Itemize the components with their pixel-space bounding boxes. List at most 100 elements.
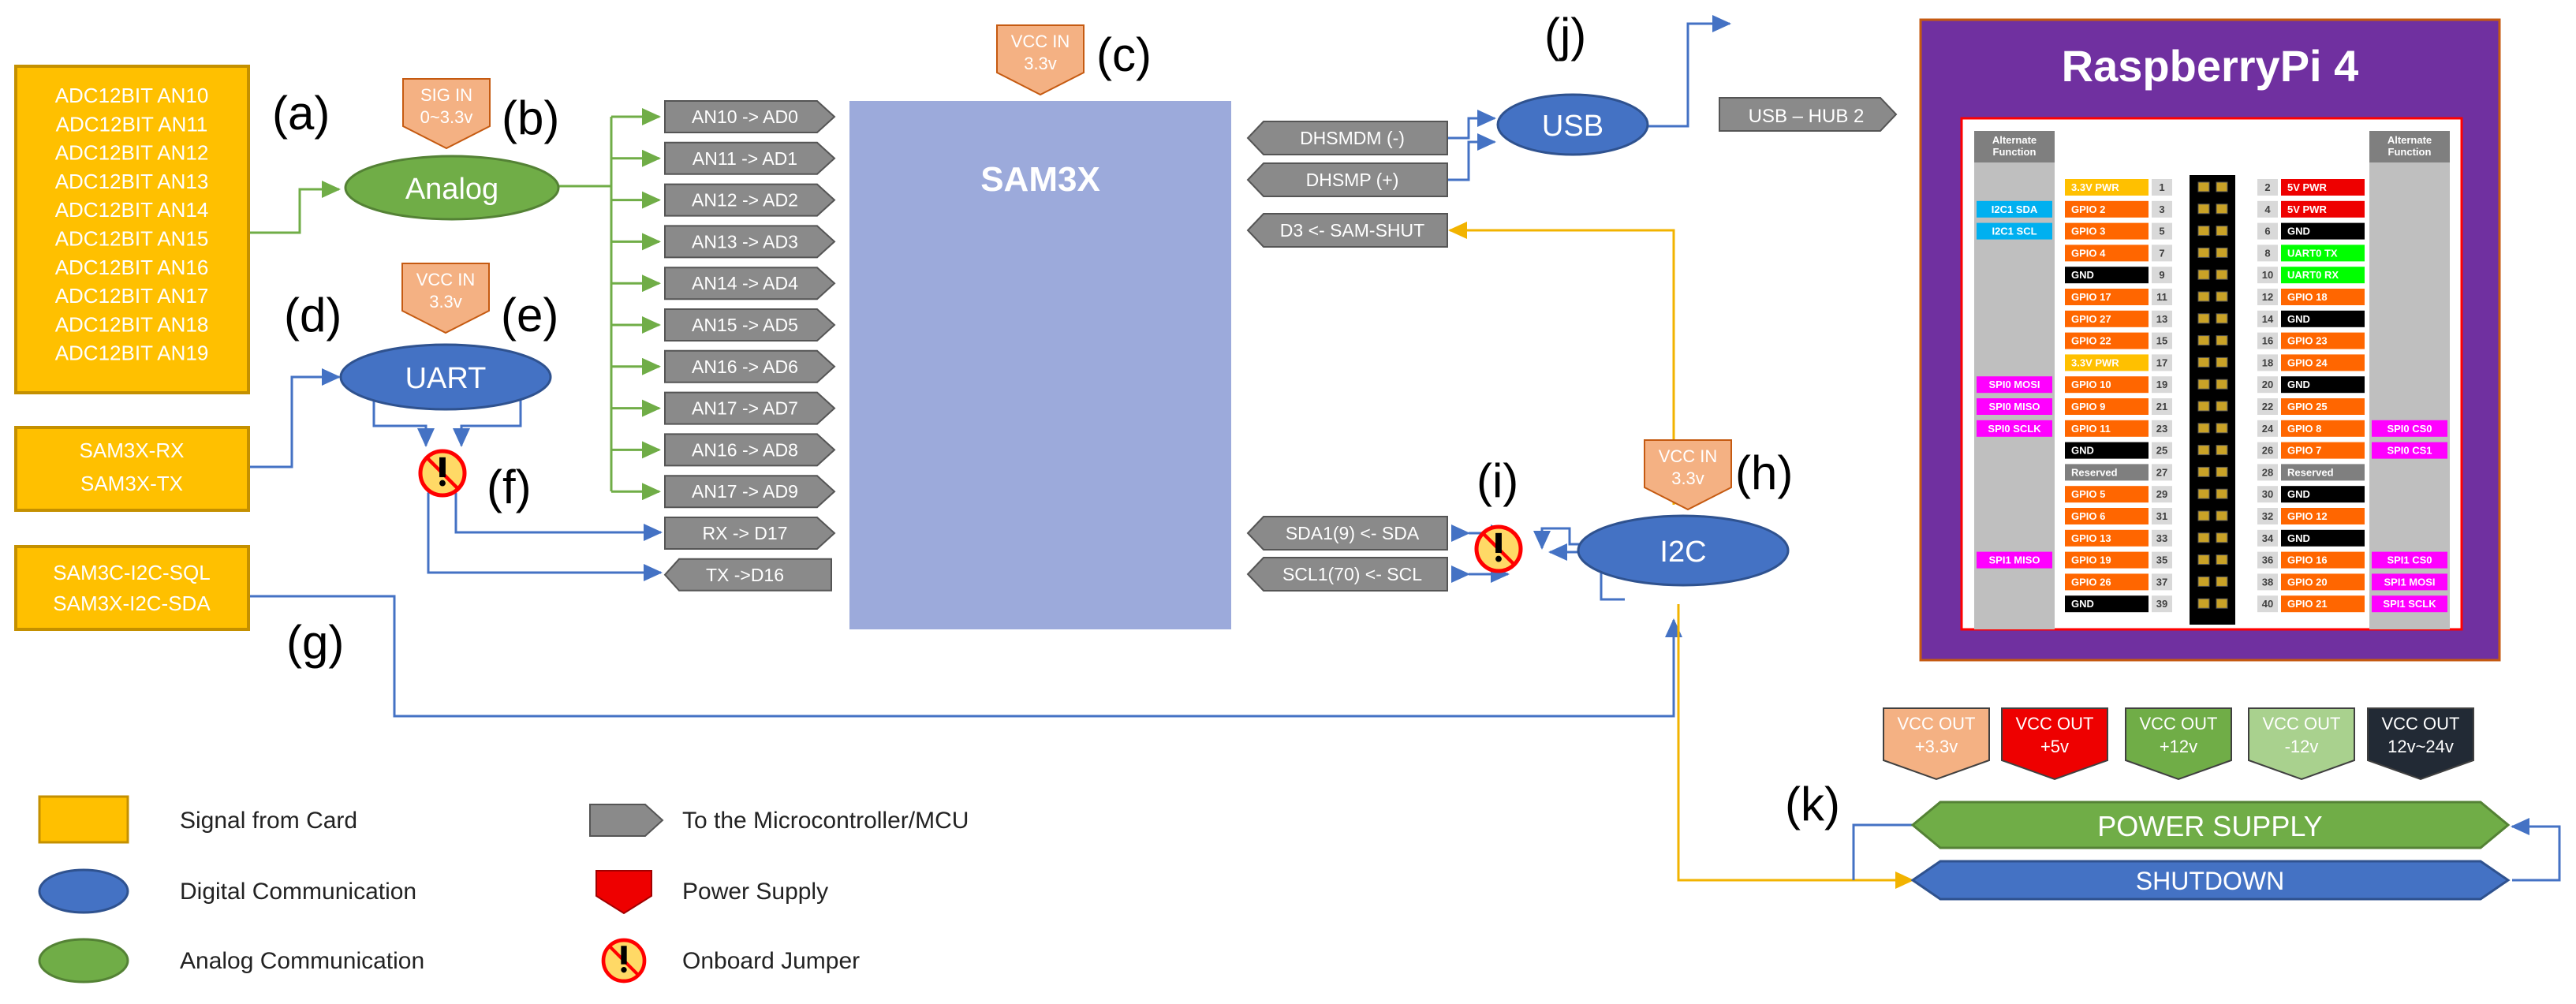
gpio-num-right: 36 <box>2262 554 2273 566</box>
gpio-pin-right: GND <box>2287 226 2310 237</box>
mcu-pin-label: AN11 -> AD1 <box>693 148 797 169</box>
header-pin <box>2197 181 2210 192</box>
adc-channel-label: ADC12BIT AN12 <box>55 141 209 165</box>
mcu-pin-tag: SDA1(9) <- SDA <box>1246 516 1448 551</box>
gpio-num-left: 23 <box>2156 423 2167 435</box>
mcu-pin-label: RX -> D17 <box>702 523 787 543</box>
gpio-num-right: 8 <box>2264 247 2270 259</box>
legend-label: To the Microcontroller/MCU <box>682 808 969 834</box>
vcc-out-tag: VCC OUT+5v <box>2001 707 2108 781</box>
marker-b: (b) <box>502 91 559 144</box>
gpio-num-right: 30 <box>2262 488 2273 500</box>
mcu-pin-tag: SCL1(70) <- SCL <box>1246 557 1448 592</box>
gpio-pin-right: UART0 RX <box>2287 269 2339 281</box>
header-pin <box>2197 488 2210 499</box>
legend-label: Digital Communication <box>180 879 416 905</box>
gpio-pin-left: GPIO 19 <box>2071 554 2111 566</box>
gpio-pin-left: GPIO 13 <box>2071 532 2111 544</box>
vcc-in-tag-line1: VCC IN <box>1659 446 1718 466</box>
power-supply-bar: POWER SUPPLY <box>1910 801 2511 849</box>
dhsmp-to-usb-line <box>1443 133 1496 181</box>
sam3x-mcu: SAM3X <box>849 101 1231 629</box>
header-pin <box>2197 554 2210 565</box>
gpio-pin-right: GPIO 21 <box>2287 598 2328 610</box>
mcu-pin-label: TX ->D16 <box>706 565 784 585</box>
gpio-pin-left: GPIO 22 <box>2071 335 2111 347</box>
mcu-pin-label: SDA1(9) <- SDA <box>1286 523 1420 543</box>
vcc-out-line2: +5v <box>2040 737 2069 756</box>
marker-g: (g) <box>286 616 344 669</box>
mcu-pin-label: AN17 -> AD7 <box>692 398 798 419</box>
gpio-pin-left: Reserved <box>2071 466 2118 478</box>
legend-swatch-analog <box>38 938 129 983</box>
header-pin <box>2216 445 2228 456</box>
header-pin <box>2216 598 2228 609</box>
vcc-in-tag-line1: VCC IN <box>416 270 476 289</box>
gpio-pin-left: GPIO 10 <box>2071 379 2111 390</box>
gpio-pin-right: GND <box>2287 488 2310 500</box>
header-pin <box>2216 488 2228 499</box>
vcc-out-tag: VCC OUT+12v <box>2125 707 2232 781</box>
header-pin <box>2197 226 2210 237</box>
usb-node-label: USB <box>1542 110 1603 143</box>
gpio-pin-right: GPIO 7 <box>2287 445 2321 457</box>
vcc-in-tag: SIG IN0~3.3v <box>402 78 491 150</box>
gpio-pin-right: GPIO 8 <box>2287 423 2321 435</box>
gpio-pin-right: GND <box>2287 532 2310 544</box>
gpio-num-right: 4 <box>2264 203 2271 215</box>
adc-channel-label: ADC12BIT AN17 <box>55 284 209 308</box>
adc-to-analog-line <box>248 181 341 234</box>
uart-node-label: UART <box>405 362 487 395</box>
mcu-pin-tag: D3 <- SAM-SHUT <box>1246 213 1448 248</box>
i2c-to-jumper-lower <box>1548 543 1625 601</box>
adc-channel-label: ADC12BIT AN11 <box>56 112 208 136</box>
legend-item: Analog Communication <box>38 938 424 983</box>
header-pin <box>2197 269 2210 280</box>
header-pin <box>2216 269 2228 280</box>
adc-channel-label: ADC12BIT AN10 <box>55 84 209 107</box>
card-i2c-to-i2c-node <box>248 595 1682 718</box>
gpio-pin-left: GND <box>2071 445 2094 457</box>
mcu-pin-tag: AN15 -> AD5 <box>664 308 836 342</box>
gpio-num-left: 11 <box>2156 291 2167 303</box>
legend-item: To the Microcontroller/MCU <box>589 804 969 837</box>
reference-markers: (a) (b) (c) (d) (e) (f) (g) (h) (i) (j) … <box>272 9 1840 830</box>
vcc-out-line2: +3.3v <box>1915 737 1958 756</box>
adc-channel-label: ADC12BIT AN13 <box>55 170 209 193</box>
adc-channel-label: ADC12BIT AN16 <box>55 256 209 279</box>
gpio-num-right: 22 <box>2262 401 2273 412</box>
mcu-pin-tag: DHSMDM (-) <box>1246 121 1448 155</box>
header-pin <box>2197 532 2210 543</box>
marker-c: (c) <box>1096 28 1152 81</box>
gpio-alt-right: SPI1 SCLK <box>2383 598 2436 610</box>
marker-i: (i) <box>1477 454 1518 507</box>
gpio-alt-right: SPI1 MOSI <box>2384 576 2435 588</box>
legend-item: Power Supply <box>595 870 828 915</box>
vcc-out-line1: VCC OUT <box>1898 714 1976 733</box>
i2c-node-label: I2C <box>1659 536 1706 569</box>
mcu-pin-label: DHSMDM (-) <box>1300 128 1405 148</box>
mcu-pin-tag: AN12 -> AD2 <box>664 183 836 217</box>
gpio-num-right: 32 <box>2262 510 2273 522</box>
gpio-pin-right: GPIO 18 <box>2287 291 2328 303</box>
gpio-pin-left: GND <box>2071 269 2094 281</box>
header-pin <box>2216 401 2228 412</box>
card-rx-tx-to-uart-line <box>248 368 341 468</box>
gpio-num-right: 18 <box>2262 356 2273 368</box>
